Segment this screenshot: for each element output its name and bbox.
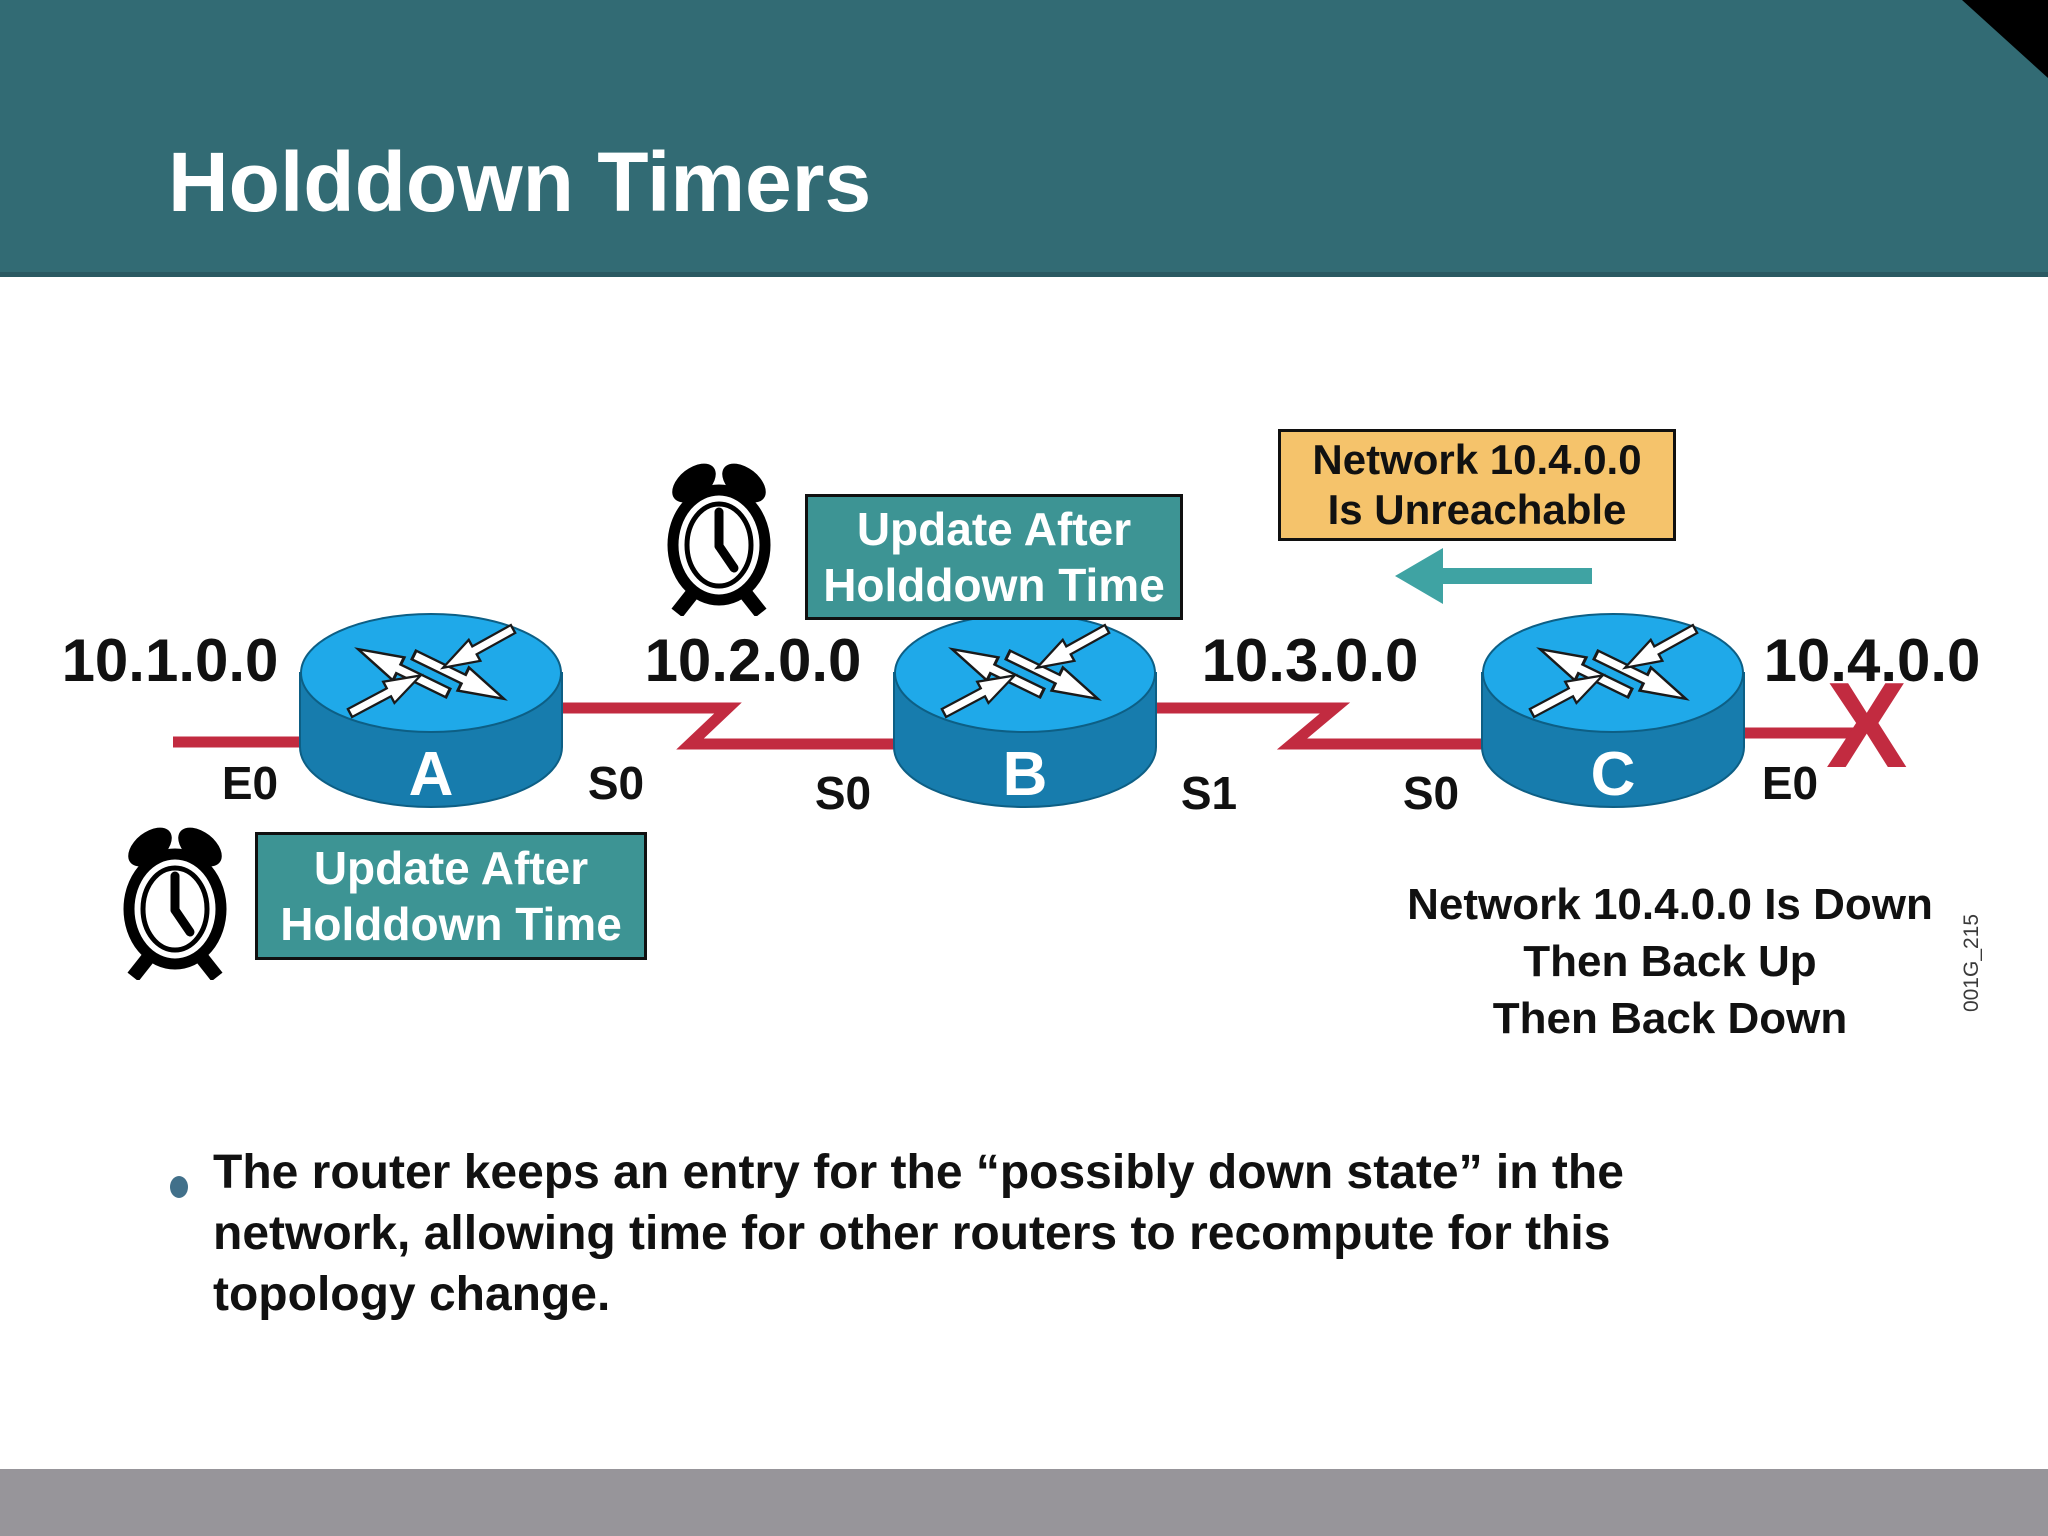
router-c-icon: C xyxy=(1481,613,1745,809)
bullet-text: The router keeps an entry for the “possi… xyxy=(213,1142,1948,1325)
unreachable-callout-line2: Is Unreachable xyxy=(1327,486,1627,533)
interface-label-c-s0: S0 xyxy=(1402,767,1460,819)
holddown-callout-a-line2: Holddown Time xyxy=(280,898,622,950)
status-note-line2: Then Back Up xyxy=(1523,937,1817,986)
holddown-callout-b: Update After Holddown Time xyxy=(805,494,1183,620)
router-b-icon: B xyxy=(893,613,1157,809)
serial-link-a-b xyxy=(556,702,897,750)
interface-label-c-e0: E0 xyxy=(1761,757,1819,809)
bullet-item: The router keeps an entry for the “possi… xyxy=(168,1142,1948,1325)
router-b-name: B xyxy=(1003,740,1048,809)
alarm-clock-icon-b xyxy=(667,463,771,616)
figure-code: 001G_215 xyxy=(1960,913,1983,1013)
bullet-dot-icon xyxy=(170,1176,188,1198)
serial-link-b-c xyxy=(1155,702,1485,750)
network-label-10-3-0-0: 10.3.0.0 xyxy=(1201,627,1419,694)
status-note-line1: Network 10.4.0.0 Is Down xyxy=(1407,880,1933,929)
status-note: Network 10.4.0.0 Is Down Then Back Up Th… xyxy=(1390,876,1950,1047)
interface-label-a-e0: E0 xyxy=(221,757,279,809)
router-a-icon: A xyxy=(299,613,563,809)
header-band: Holddown Timers xyxy=(0,0,2048,277)
status-note-line3: Then Back Down xyxy=(1492,994,1848,1043)
router-a-name: A xyxy=(409,740,454,809)
link-failure-x-icon: X xyxy=(1826,657,1908,793)
bullet-text-line3: topology change. xyxy=(213,1268,611,1321)
holddown-callout-b-line1: Update After xyxy=(856,503,1132,555)
footer-band xyxy=(0,1469,2048,1536)
holddown-callout-b-line2: Holddown Time xyxy=(823,559,1165,611)
network-label-10-4-0-0: 10.4.0.0 xyxy=(1763,627,1981,694)
corner-triangle-decoration xyxy=(1962,0,2048,78)
page-title: Holddown Timers xyxy=(168,135,872,229)
interface-label-b-s0: S0 xyxy=(814,767,872,819)
bullet-text-line2: network, allowing time for other routers… xyxy=(213,1207,1611,1260)
holddown-callout-a-line1: Update After xyxy=(313,842,589,894)
holddown-callout-a: Update After Holddown Time xyxy=(255,832,647,960)
bullet-text-line1: The router keeps an entry for the “possi… xyxy=(213,1146,1624,1199)
left-arrow-icon xyxy=(1395,548,1592,604)
alarm-clock-icon-a xyxy=(123,827,227,980)
interface-label-b-s1: S1 xyxy=(1180,767,1238,819)
network-label-10-1-0-0: 10.1.0.0 xyxy=(61,627,279,694)
network-label-10-2-0-0: 10.2.0.0 xyxy=(644,627,862,694)
unreachable-callout: Network 10.4.0.0 Is Unreachable xyxy=(1278,429,1676,541)
router-c-name: C xyxy=(1591,740,1636,809)
interface-label-a-s0: S0 xyxy=(587,757,645,809)
unreachable-callout-line1: Network 10.4.0.0 xyxy=(1312,436,1642,483)
